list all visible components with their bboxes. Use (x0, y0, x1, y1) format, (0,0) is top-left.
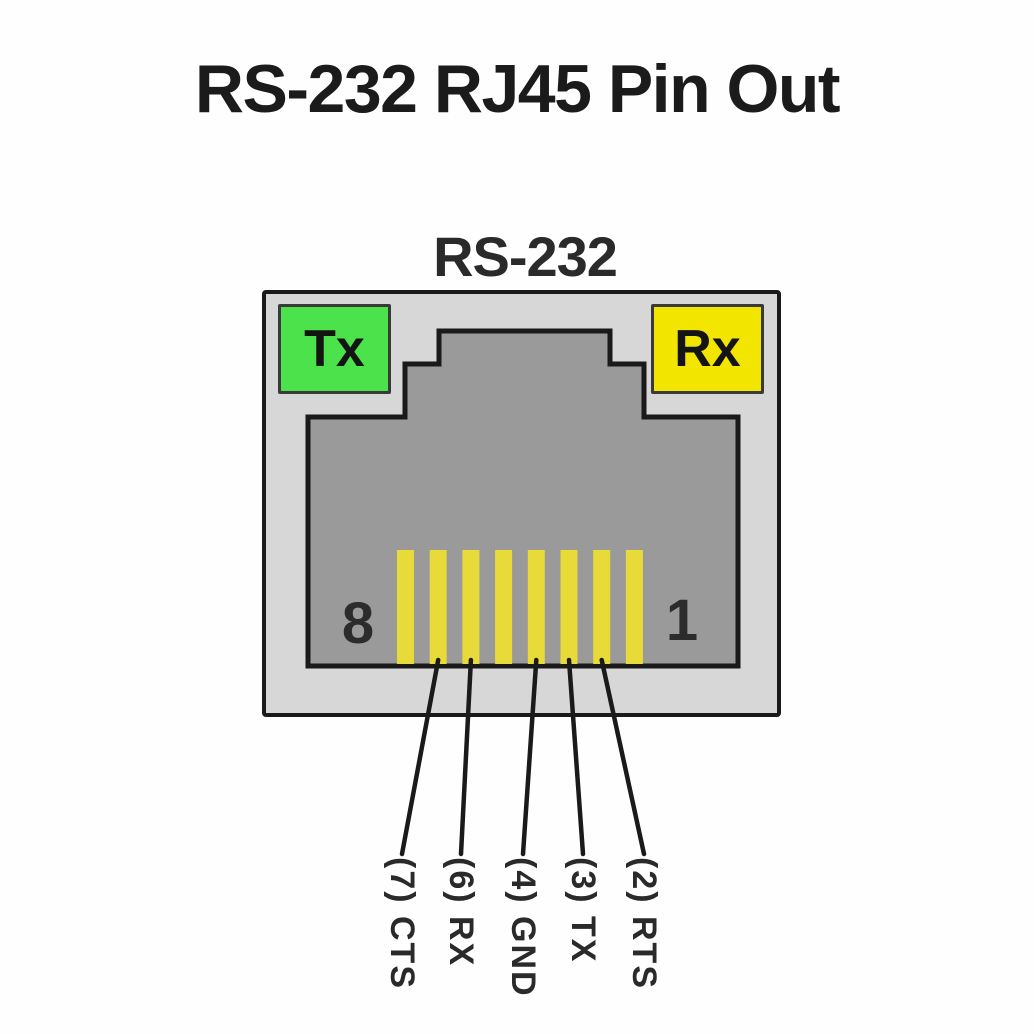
lead-line-pin-6 (458, 657, 474, 857)
page-title: RS-232 RJ45 Pin Out (194, 51, 841, 127)
pin-label-7: (7) CTS (383, 857, 421, 990)
pin-label-6: (6) RX (442, 857, 480, 968)
lead-line-pin-4 (520, 657, 539, 857)
pin-label-3: (3) TX (564, 857, 602, 964)
contact-pin (429, 550, 447, 664)
pin-label-2: (2) RTS (625, 857, 663, 990)
pin-label-4: (4) GND (504, 857, 542, 998)
rx-badge: Rx (651, 304, 764, 394)
contact-pin (593, 550, 611, 664)
lead-line-pin-3 (566, 657, 586, 857)
lead-line-pin-7 (399, 657, 441, 857)
pin-number-1: 1 (665, 588, 699, 653)
contact-pin (625, 550, 643, 664)
contact-pin (397, 550, 414, 664)
pin-number-8: 8 (341, 591, 375, 656)
tx-badge: Tx (278, 304, 391, 394)
tx-badge-label: Tx (304, 320, 365, 378)
contact-pin (462, 550, 480, 664)
connector-caption: RS-232 (433, 225, 618, 288)
contact-pin (495, 550, 513, 664)
lead-line-pin-2 (599, 657, 647, 857)
contact-pin (527, 550, 545, 664)
rx-badge-label: Rx (674, 320, 741, 378)
contact-pin (560, 550, 578, 664)
